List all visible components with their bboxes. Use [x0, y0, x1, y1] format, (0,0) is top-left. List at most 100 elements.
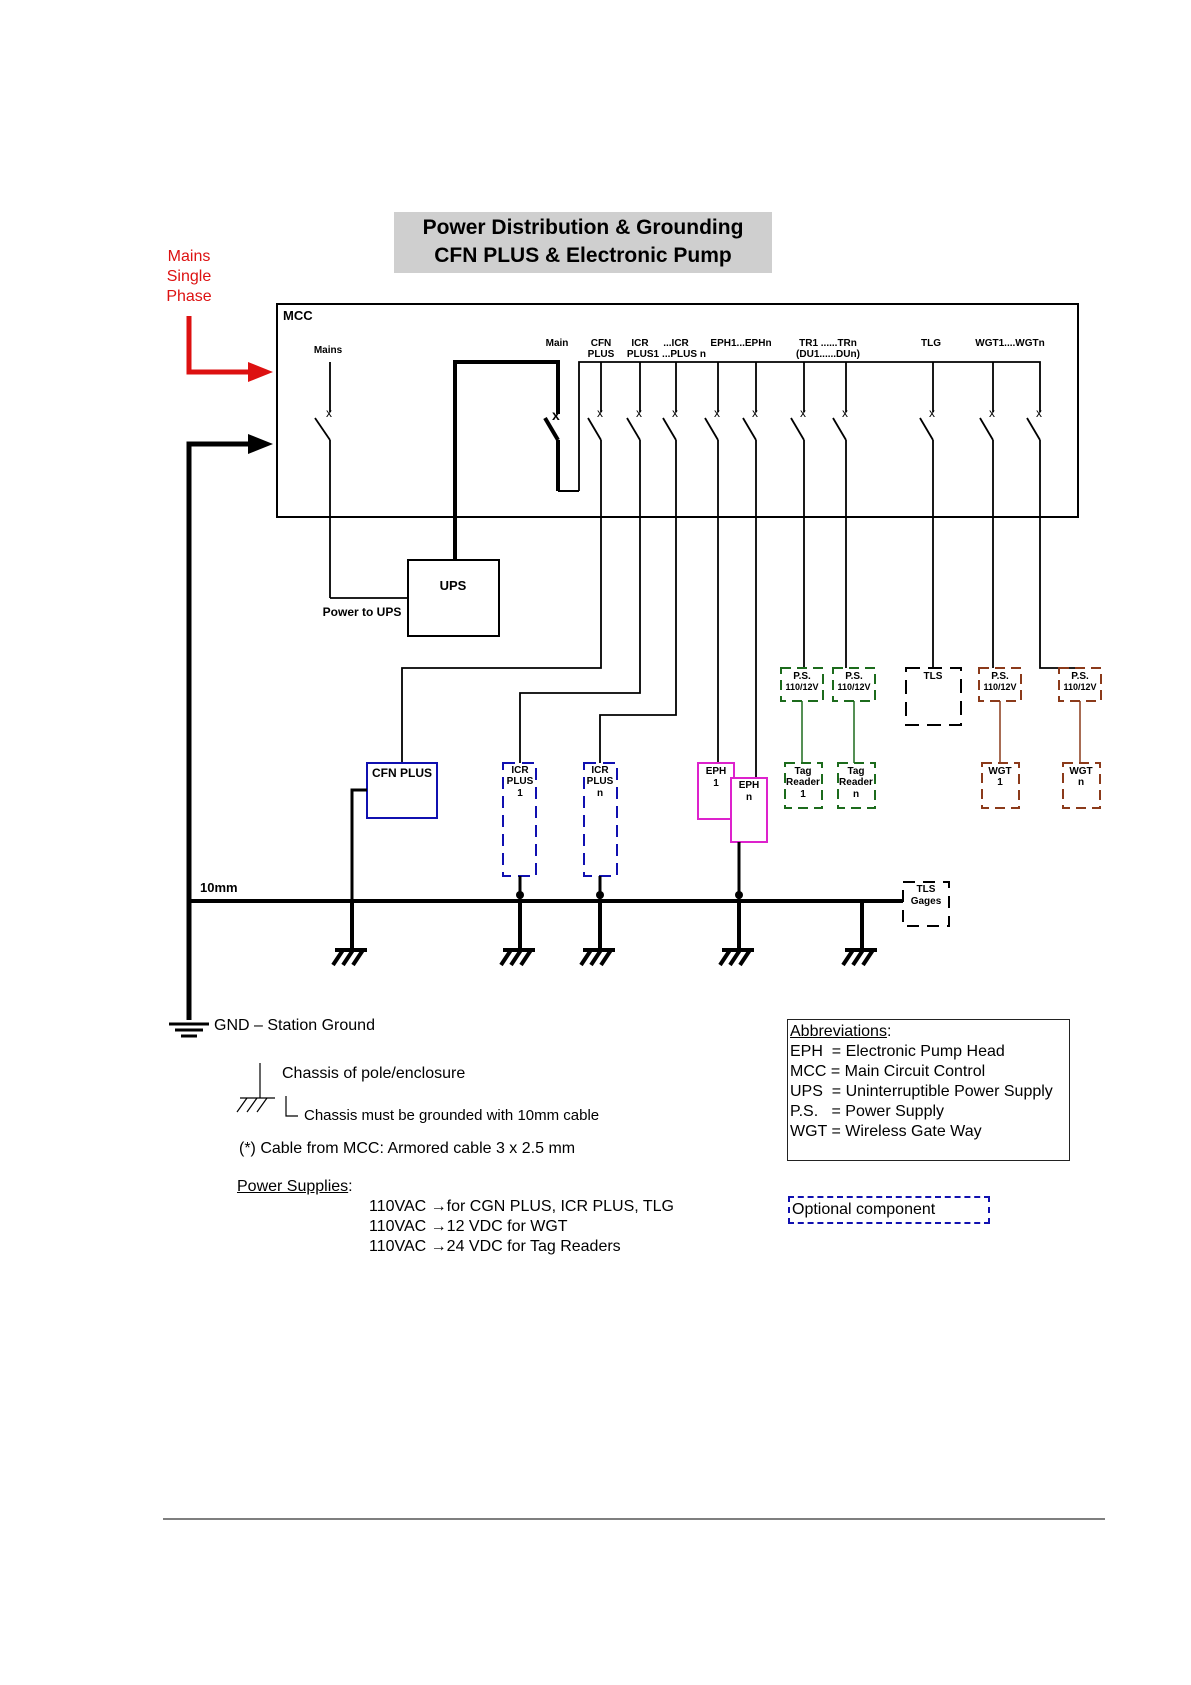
legend-cable-note: (*) Cable from MCC: Armored cable 3 x 2.… [239, 1140, 576, 1157]
svg-text:x: x [800, 406, 806, 420]
svg-text:x: x [326, 406, 332, 420]
breaker-label-icrn-2: ...PLUS n [662, 349, 706, 360]
ps-tag-n-box: P.S. 110/12V [832, 667, 876, 763]
eph-1-box: EPH 1 [697, 762, 735, 820]
abbreviation-item: WGT = Wireless Gate Way [790, 1123, 982, 1140]
chassis-ground-icon [718, 901, 754, 967]
diagram-title: Power Distribution & Grounding CFN PLUS … [394, 212, 772, 273]
wgtn-label-2: n [1078, 777, 1084, 788]
icr1-label-2: PLUS [507, 776, 534, 787]
chassis-ground-icon [579, 901, 615, 967]
ps-wgt-n-box: P.S. 110/12V [1058, 667, 1102, 763]
ps-wgt-1-box: P.S. 110/12V [978, 667, 1022, 763]
power-supplies-title: Power Supplies [237, 1178, 349, 1195]
ps-tagn-label-2: 110/12V [837, 682, 870, 692]
mains-line-1: Mains [168, 248, 211, 265]
breaker-label-icr-2: PLUS1 [627, 349, 660, 360]
power-to-ups-label: Power to UPS [323, 605, 402, 619]
eph1-label-2: 1 [713, 778, 719, 789]
breaker-label-tr: TR1 ......TRn [799, 338, 857, 349]
power-supplies-line-2: 110VAC →12 VDC for WGT [369, 1218, 568, 1235]
svg-text:x: x [672, 406, 678, 420]
main-bus [578, 361, 1041, 491]
ups-output-line: x [453, 360, 579, 560]
chassis-ground-icon [499, 901, 535, 967]
eph-n-box: EPH n [730, 777, 768, 843]
abbreviations-heading: Abbreviations: [790, 1023, 892, 1040]
power-supplies-line-3: 110VAC →24 VDC for Tag Readers [369, 1238, 621, 1255]
breaker-label-wgt: WGT1....WGTn [975, 338, 1044, 349]
title-line-1: Power Distribution & Grounding [423, 216, 744, 239]
mains-arrow [186, 316, 273, 382]
svg-text:x: x [597, 406, 603, 420]
wgt-1-box: WGT 1 [981, 762, 1020, 809]
mains-switch: x [314, 362, 408, 599]
icr-plus-1-box: ICR PLUS 1 [502, 762, 537, 877]
tag1-label-3: 1 [800, 789, 806, 800]
ps-tag1-label-2: 110/12V [785, 682, 818, 692]
icr1-label-3: 1 [517, 788, 523, 799]
ps-wgtn-label-1: P.S. [1071, 671, 1089, 682]
tagn-label-2: Reader [839, 777, 873, 788]
tls-box: TLS [905, 667, 962, 726]
ps-wgt1-label-2: 110/12V [983, 682, 1016, 692]
breaker-label-icrn: ...ICR [663, 338, 689, 349]
abbreviation-item: P.S. = Power Supply [790, 1103, 945, 1120]
svg-text:x: x [636, 406, 642, 420]
ps-wgt1-label-1: P.S. [991, 671, 1009, 682]
ps-wgtn-label-2: 110/12V [1063, 682, 1096, 692]
mains-line-2: Single [167, 268, 212, 285]
ps-tagn-label-1: P.S. [845, 671, 863, 682]
eph1-label-1: EPH [706, 766, 727, 777]
chassis-ground-icon [331, 901, 367, 967]
breaker-label-icr: ICR [631, 338, 649, 349]
power-supplies-line-1: 110VAC →for CGN PLUS, ICR PLUS, TLG [369, 1198, 674, 1215]
svg-text:x: x [552, 407, 560, 423]
breaker-label-tr-2: (DU1......DUn) [796, 349, 860, 360]
breaker-label-tlg: TLG [921, 338, 941, 349]
mains-line-3: Phase [166, 288, 211, 305]
icrn-label-2: PLUS [587, 776, 614, 787]
icrn-label-3: n [597, 788, 603, 799]
tag-reader-1-box: Tag Reader 1 [784, 762, 823, 809]
ps-tag-1-box: P.S. 110/12V [780, 667, 824, 763]
icr-plus-n-box: ICR PLUS n [583, 762, 618, 877]
tls-label: TLS [924, 671, 943, 682]
breaker-label-eph: EPH1...EPHn [710, 338, 771, 349]
svg-text:x: x [752, 406, 758, 420]
legend-chassis: Chassis of pole/enclosure [282, 1065, 466, 1082]
svg-text:x: x [989, 406, 995, 420]
tagn-label-1: Tag [847, 766, 864, 777]
title-line-2: CFN PLUS & Electronic Pump [434, 244, 732, 267]
mcc-label: MCC [283, 308, 313, 323]
optional-component-legend: Optional component [788, 1196, 990, 1224]
legend-chassis-note: Chassis must be grounded with 10mm cable [304, 1107, 600, 1124]
ephn-label-2: n [746, 792, 752, 803]
chassis-grounds [331, 901, 877, 967]
wgt1-label-1: WGT [988, 766, 1011, 777]
station-ground-icon [169, 1022, 209, 1038]
mcc-panel: MCC Mains [276, 303, 1079, 518]
svg-text:x: x [1036, 406, 1042, 420]
svg-text:x: x [714, 406, 720, 420]
mcc-mains-label: Mains [314, 345, 343, 356]
tls-gages-box: TLS Gages [902, 881, 950, 927]
abbreviations-box: Abbreviations: EPH = Electronic Pump Hea… [787, 1019, 1070, 1161]
tag-reader-n-box: Tag Reader n [837, 762, 876, 809]
tag1-label-2: Reader [786, 777, 820, 788]
ground-bar-label: 10mm [200, 880, 238, 895]
wgt-n-box: WGT n [1062, 762, 1101, 809]
icrn-label-1: ICR [591, 765, 609, 776]
cfn-plus-box: CFN PLUS [350, 762, 438, 902]
breaker-label-cfn-2: PLUS [588, 349, 615, 360]
cfn-plus-label: CFN PLUS [372, 766, 432, 780]
tag1-label-1: Tag [794, 766, 811, 777]
ground-bar: 10mm [189, 842, 903, 903]
wgt1-label-2: 1 [997, 777, 1003, 788]
wgtn-label-1: WGT [1069, 766, 1092, 777]
icr1-label-1: ICR [511, 765, 529, 776]
ps-tag1-label-1: P.S. [793, 671, 811, 682]
abbreviation-item: EPH = Electronic Pump Head [790, 1043, 1005, 1060]
